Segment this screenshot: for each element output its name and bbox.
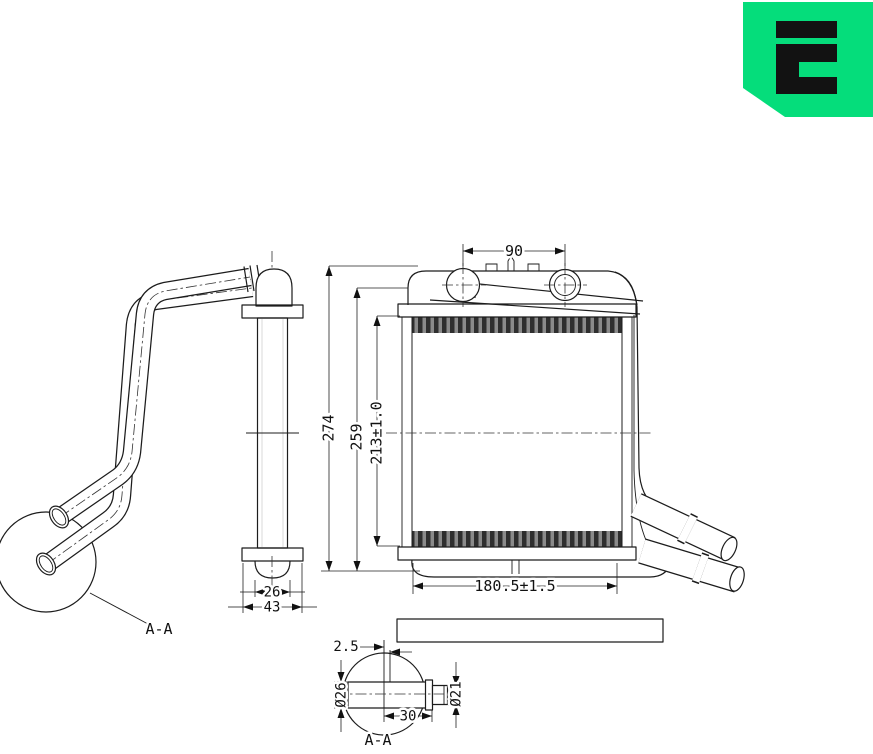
dim-offset: 2.5 bbox=[331, 637, 412, 658]
core-front-view: 90 274 259 213±1.0 180.5±1.5 bbox=[317, 240, 745, 598]
front-hose-body bbox=[55, 269, 252, 524]
outlet-pipes bbox=[630, 493, 745, 593]
front-hose-centerline bbox=[59, 276, 251, 518]
svg-text:213±1.0: 213±1.0 bbox=[368, 401, 386, 464]
dim-stub-length: 30 bbox=[383, 706, 433, 727]
svg-text:43: 43 bbox=[264, 600, 281, 616]
pipe-body bbox=[347, 681, 427, 709]
svg-text:Ø26: Ø26 bbox=[334, 682, 350, 707]
svg-text:Ø21: Ø21 bbox=[449, 681, 465, 706]
bottom-fin-band bbox=[412, 531, 622, 547]
logo-glyph-top-bar bbox=[776, 21, 837, 38]
logo-glyph-c-shape bbox=[776, 44, 837, 94]
svg-text:90: 90 bbox=[505, 242, 523, 260]
core-side-view: 26 43 bbox=[228, 251, 317, 618]
tank-mounting-tabs bbox=[485, 255, 540, 271]
front-hose-outline bbox=[54, 267, 252, 525]
dim-flange-width: 43 bbox=[228, 563, 317, 618]
pipe-stub bbox=[431, 684, 449, 706]
section-label-left: A-A bbox=[145, 620, 172, 638]
top-header-plate bbox=[397, 303, 637, 318]
dim-core-height: 213±1.0 bbox=[365, 315, 400, 547]
dim-core-width: 180.5±1.5 bbox=[412, 563, 618, 598]
pipe-collar bbox=[424, 679, 434, 711]
svg-text:30: 30 bbox=[400, 709, 417, 725]
dim-tank-width: 26 bbox=[240, 580, 305, 603]
foam-seal-strip bbox=[396, 618, 664, 643]
top-tank-dome bbox=[255, 268, 293, 307]
dim-port-spacing: 90 bbox=[462, 240, 566, 266]
section-a-a-detail: 2.5 Ø26 Ø21 30 A-A bbox=[331, 637, 467, 752]
pipe-bosses bbox=[442, 263, 587, 307]
core-matrix bbox=[397, 303, 637, 561]
svg-text:26: 26 bbox=[264, 585, 281, 601]
top-fin-band bbox=[412, 317, 622, 333]
svg-text:180.5±1.5: 180.5±1.5 bbox=[474, 577, 555, 595]
left-side-channel bbox=[401, 316, 413, 548]
dim-overall-height: 274 bbox=[317, 265, 420, 572]
svg-text:274: 274 bbox=[320, 414, 338, 441]
bottom-header-plate bbox=[397, 546, 637, 561]
right-side-channel bbox=[621, 316, 633, 548]
dim-height-with-headers: 259 bbox=[345, 287, 408, 571]
top-flange bbox=[241, 304, 304, 319]
section-leader-line bbox=[89, 592, 149, 625]
tube-field bbox=[411, 316, 623, 548]
dim-pipe-outer: Ø26 bbox=[331, 660, 352, 732]
hose-assembly-view: A-A bbox=[0, 264, 262, 641]
dim-pipe-inner: Ø21 bbox=[446, 662, 467, 728]
section-label-bottom: A-A bbox=[364, 731, 391, 749]
bottom-tank-outline bbox=[411, 559, 672, 578]
svg-text:2.5: 2.5 bbox=[333, 639, 358, 655]
hose-mouths bbox=[35, 505, 70, 576]
svg-text:259: 259 bbox=[348, 423, 366, 450]
bottom-flange bbox=[241, 547, 304, 562]
brand-logo bbox=[743, 2, 873, 117]
bottom-tank-dome bbox=[254, 560, 291, 579]
